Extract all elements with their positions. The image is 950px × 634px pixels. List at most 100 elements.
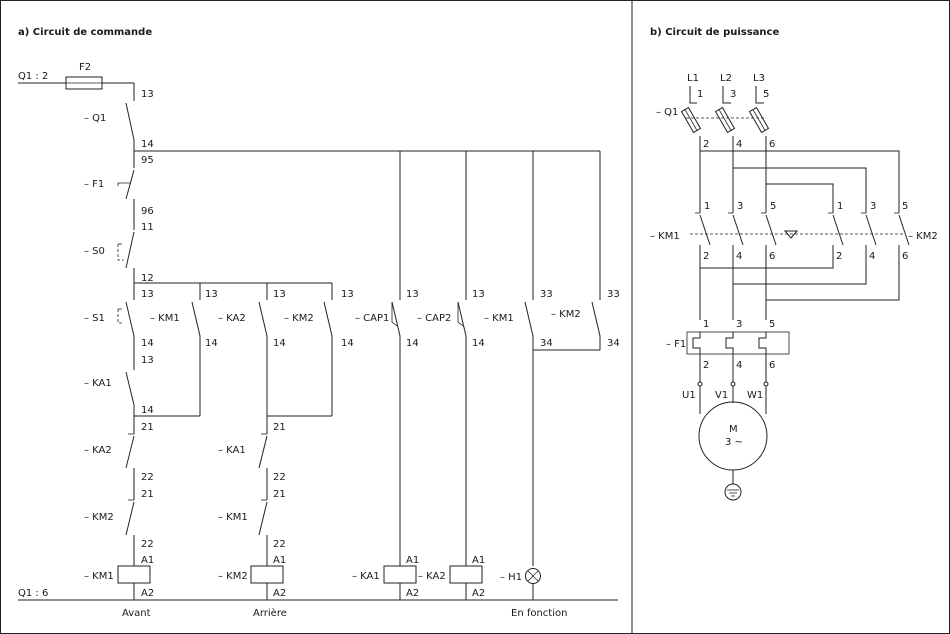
svg-text:14: 14: [472, 338, 485, 349]
svg-text:33: 33: [540, 289, 553, 300]
km1-col6-label: – KM1: [484, 313, 514, 324]
svg-text:6: 6: [769, 139, 775, 150]
cap1-label: – CAP1: [355, 313, 389, 324]
svg-text:A2: A2: [472, 588, 485, 599]
command-title: a) Circuit de commande: [18, 27, 152, 38]
svg-text:22: 22: [141, 539, 154, 550]
phase-l1: L1: [687, 73, 699, 84]
svg-text:4: 4: [736, 360, 742, 371]
svg-text:13: 13: [141, 89, 154, 100]
coil-ka1-label: – KA1: [352, 571, 380, 582]
km1-power-contacts: [695, 212, 777, 246]
svg-text:A1: A1: [472, 555, 485, 566]
svg-text:14: 14: [406, 338, 419, 349]
svg-text:1: 1: [697, 89, 703, 100]
motor-u1: U1: [682, 390, 696, 401]
power-km1-label: – KM1: [650, 231, 680, 242]
q1-contact: [125, 102, 135, 141]
svg-text:13: 13: [273, 289, 286, 300]
svg-text:34: 34: [607, 338, 620, 349]
svg-text:A2: A2: [406, 588, 419, 599]
svg-text:2: 2: [703, 360, 709, 371]
svg-text:21: 21: [273, 489, 286, 500]
lamp-h1-label: – H1: [500, 572, 522, 583]
coil-ka2-label: – KA2: [418, 571, 446, 582]
svg-text:13: 13: [141, 289, 154, 300]
km2-col7-label: – KM2: [551, 309, 581, 320]
coil-km2: [250, 565, 284, 584]
svg-text:13: 13: [141, 355, 154, 366]
coil-ka2: [449, 565, 483, 584]
svg-text:34: 34: [540, 338, 553, 349]
s0-label: – S0: [84, 246, 105, 257]
f1-label: – F1: [84, 179, 104, 190]
svg-text:13: 13: [341, 289, 354, 300]
svg-text:A1: A1: [273, 555, 286, 566]
svg-text:5: 5: [763, 89, 769, 100]
cap2-label: – CAP2: [417, 313, 451, 324]
svg-text:4: 4: [736, 139, 742, 150]
footer-avant: Avant: [122, 608, 151, 619]
km2-branch-label: – KM2: [284, 313, 314, 324]
svg-text:3: 3: [737, 201, 743, 212]
q1-bottom-label: Q1 : 6: [18, 588, 48, 599]
svg-text:96: 96: [141, 206, 154, 217]
km2-col1-contact: [125, 501, 135, 536]
power-km2-label: – KM2: [908, 231, 938, 242]
svg-text:13: 13: [472, 289, 485, 300]
ka1-col3-contact: [258, 435, 268, 469]
coil-km2-label: – KM2: [218, 571, 248, 582]
km2-power-contacts: [828, 212, 910, 246]
s0-contact: [125, 231, 135, 269]
power-title: b) Circuit de puissance: [650, 27, 779, 38]
svg-text:1: 1: [703, 319, 709, 330]
cap2-contact: [457, 301, 467, 337]
svg-text:A1: A1: [406, 555, 419, 566]
q1-fuse-switch: [680, 106, 770, 134]
km1-col3-label: – KM1: [218, 512, 248, 523]
svg-text:21: 21: [273, 422, 286, 433]
km1-branch-label: – KM1: [150, 313, 180, 324]
km1-33-contact: [524, 301, 534, 337]
svg-text:21: 21: [141, 489, 154, 500]
fuse-f2-label: F2: [79, 62, 91, 73]
svg-text:11: 11: [141, 222, 154, 233]
interlock-symbol: [783, 230, 799, 239]
svg-text:14: 14: [141, 139, 154, 150]
s1-label: – S1: [84, 313, 105, 324]
svg-text:22: 22: [141, 472, 154, 483]
svg-text:A1: A1: [141, 555, 154, 566]
svg-text:5: 5: [769, 319, 775, 330]
footer-en-fonction: En fonction: [511, 608, 567, 619]
svg-text:14: 14: [341, 338, 354, 349]
km2-33-contact: [591, 301, 601, 337]
ka2-branch-label: – KA2: [218, 313, 246, 324]
footer-arriere: Arrière: [253, 607, 287, 619]
svg-text:3: 3: [730, 89, 736, 100]
svg-text:1: 1: [837, 201, 843, 212]
motor-w1: W1: [747, 390, 763, 401]
svg-text:14: 14: [141, 405, 154, 416]
q1-label: – Q1: [84, 113, 106, 124]
ka1-col1-label: – KA1: [84, 378, 112, 389]
svg-text:4: 4: [869, 251, 875, 262]
km1-col3-contact: [258, 501, 268, 536]
svg-text:14: 14: [205, 338, 218, 349]
power-f1-label: – F1: [666, 339, 686, 350]
s1-contact: [125, 301, 135, 337]
svg-text:A2: A2: [141, 588, 154, 599]
coil-km1-label: – KM1: [84, 571, 114, 582]
svg-text:14: 14: [141, 338, 154, 349]
phase-l3: L3: [753, 73, 765, 84]
svg-text:95: 95: [141, 155, 154, 166]
svg-text:22: 22: [273, 472, 286, 483]
svg-text:3: 3: [736, 319, 742, 330]
motor-v1: V1: [715, 390, 728, 401]
km2-col1-label: – KM2: [84, 512, 114, 523]
svg-text:5: 5: [902, 201, 908, 212]
coil-ka1: [383, 565, 417, 584]
svg-text:1: 1: [704, 201, 710, 212]
svg-text:6: 6: [769, 251, 775, 262]
ka1-col3-label: – KA1: [218, 445, 246, 456]
